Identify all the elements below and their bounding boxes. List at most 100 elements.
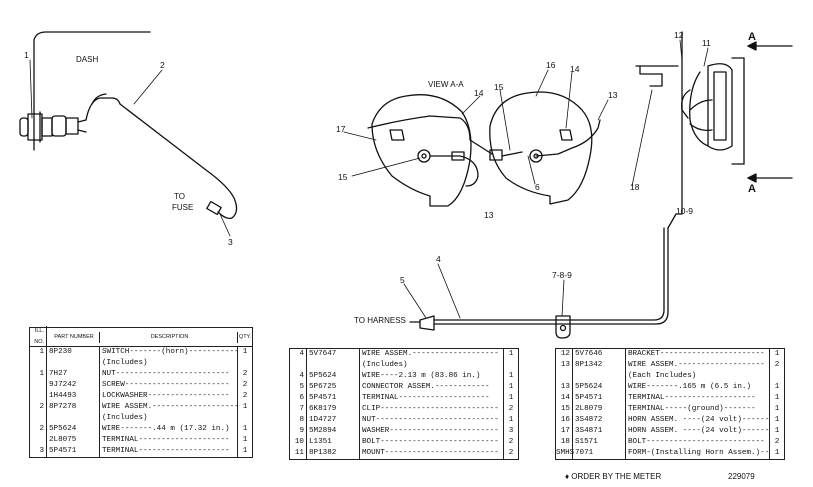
ill-no-cell: [30, 391, 47, 402]
to-fuse-label: TO: [174, 192, 185, 201]
description-cell: WIRE ASSEM.-------------------: [102, 402, 238, 413]
part-number-cell: 5M2894: [307, 426, 360, 437]
part-number-cell: 3S4872: [573, 415, 626, 426]
callout-14b: 14: [570, 64, 580, 74]
qty-cell: [504, 360, 518, 371]
qty-cell: 1: [508, 394, 514, 402]
part-number-cell: 5P5624: [573, 382, 626, 393]
ill-no-cell: 8: [290, 415, 307, 426]
horn-side-view: [635, 31, 745, 215]
ill-no-cell: 17: [556, 426, 573, 437]
part-number-cell: 8P230: [47, 347, 100, 358]
qty-cell: 1: [508, 416, 514, 424]
header-part-number: PART NUMBER: [47, 331, 100, 343]
ill-no-cell: 2: [30, 402, 47, 413]
part-number-cell: [47, 358, 100, 369]
ill-no-cell: [556, 371, 573, 382]
table-row: (Includes): [30, 413, 252, 424]
part-number-cell: 5P5624: [307, 371, 360, 382]
description-cell: CONNECTOR ASSEM.------------: [360, 382, 504, 393]
description-cell: WASHER------------------------: [360, 426, 504, 437]
callout-6: 6: [535, 182, 540, 192]
part-number-cell: S1571: [573, 437, 626, 448]
callout-numbers: 1 2 3 4 5 6 7-8-9 10-9 11 12 13 13 14 14…: [24, 30, 711, 285]
ill-no-cell: 7: [290, 404, 307, 415]
part-number-cell: 2L8079: [573, 404, 626, 415]
qty-cell: 1: [774, 350, 780, 358]
part-number-cell: 8P7278: [47, 402, 100, 413]
ill-no-cell: 15: [556, 404, 573, 415]
qty-cell: 1: [774, 383, 780, 391]
description-cell: WIRE ASSEM.-------------------: [360, 349, 504, 360]
ill-no-cell: 1: [30, 369, 47, 380]
part-number-cell: 5P4571: [47, 446, 100, 457]
part-number-cell: 5P6725: [307, 382, 360, 393]
qty-cell: 1: [508, 350, 514, 358]
order-note: ♦ ORDER BY THE METER: [565, 472, 662, 481]
part-number-cell: 3S4871: [573, 426, 626, 437]
callout-4: 4: [436, 254, 441, 264]
table-row: (Includes): [290, 360, 518, 371]
description-cell: WIRE-------.44 m (17.32 in.): [100, 424, 238, 435]
qty-cell: 1: [774, 394, 780, 402]
qty-cell: [770, 371, 784, 382]
ill-no-cell: 13: [556, 360, 573, 371]
part-number-cell: 5P4571: [573, 393, 626, 404]
callout-3: 3: [228, 237, 233, 247]
ill-no-cell: [30, 435, 47, 446]
callout-12: 12: [674, 30, 684, 40]
ill-no-cell: [30, 380, 47, 391]
part-number-cell: 5P4571: [307, 393, 360, 404]
part-number-cell: [307, 360, 360, 371]
qty-cell: 2: [774, 361, 780, 369]
part-number-cell: 7071: [573, 448, 626, 459]
qty-cell: 1: [774, 416, 780, 424]
qty-cell: 1: [242, 447, 248, 455]
ill-no-cell: 4: [290, 349, 307, 360]
ill-no-cell: SMHS: [556, 448, 575, 459]
header-ill-no: ILL. NO.: [30, 326, 47, 348]
qty-cell: 2: [508, 438, 514, 446]
horn-wires: [367, 115, 601, 187]
qty-cell: 2: [508, 405, 514, 413]
qty-cell: 2: [774, 438, 780, 446]
qty-cell: 1: [508, 383, 514, 391]
part-number-cell: 2L8075: [47, 435, 100, 446]
ill-no-cell: 3: [30, 446, 47, 457]
ill-no-cell: 6: [290, 393, 307, 404]
qty-cell: 1: [774, 427, 780, 435]
description-cell: BRACKET-----------------------: [626, 349, 770, 360]
ill-no-cell: 5: [290, 382, 307, 393]
description-cell: SCREW-----------------------: [100, 380, 238, 391]
callout-11: 11: [702, 38, 711, 48]
qty-cell: 1: [242, 348, 248, 356]
ill-no-cell: [30, 413, 47, 424]
description-cell: (Includes): [360, 360, 504, 371]
section-a-top: A: [748, 31, 756, 43]
description-cell: FORM-(Installing Horn Assem.)--: [628, 448, 770, 459]
callout-13a: 13: [608, 90, 618, 100]
harness-wire: [409, 213, 683, 339]
description-cell: TERMINAL--------------------: [100, 435, 238, 446]
fuse-wire: [85, 93, 238, 220]
ill-no-cell: 9: [290, 426, 307, 437]
callout-13b: 13: [484, 210, 494, 220]
qty-cell: 1: [774, 405, 780, 413]
ill-no-cell: 4: [290, 371, 307, 382]
qty-cell: 1: [242, 425, 248, 433]
description-cell: (Each Includes): [626, 371, 770, 382]
description-cell: HORN ASSEM. ----(24 volt)------: [628, 426, 770, 437]
qty-cell: 2: [508, 449, 514, 457]
